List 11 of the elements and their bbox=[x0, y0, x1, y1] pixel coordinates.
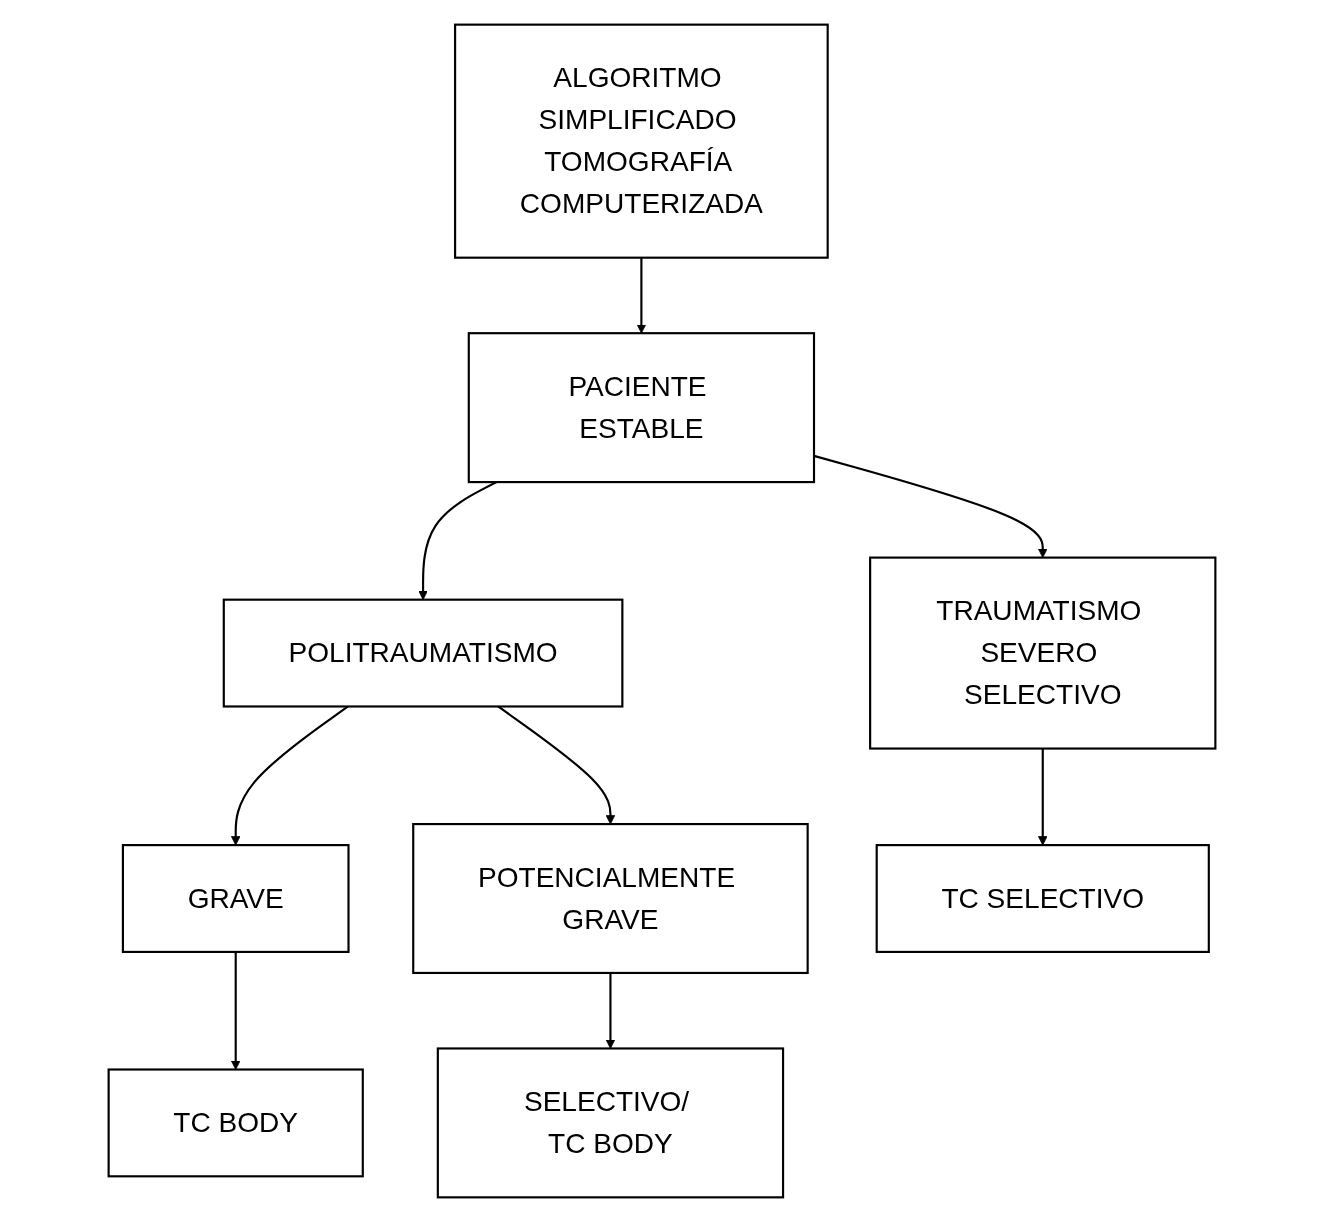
node-box: GRAVE bbox=[121, 843, 350, 953]
node-box: TC BODY bbox=[107, 1067, 364, 1177]
node-box: TC SELECTIVO bbox=[875, 843, 1210, 953]
node-box: TRAUMATISMO SEVERO SELECTIVO bbox=[869, 556, 1217, 750]
node-box: ALGORITMO SIMPLIFICADO TOMOGRAFÍA COMPUTERIZADA bbox=[454, 23, 829, 259]
node-box: POLITRAUMATISMO bbox=[222, 598, 624, 708]
node-box: PACIENTE ESTABLE bbox=[467, 331, 816, 483]
arrow bbox=[497, 705, 616, 824]
node-box: POTENCIALMENTE GRAVE bbox=[412, 822, 809, 974]
arrow bbox=[230, 951, 241, 1070]
node-box: SELECTIVO/ TC BODY bbox=[436, 1046, 785, 1198]
